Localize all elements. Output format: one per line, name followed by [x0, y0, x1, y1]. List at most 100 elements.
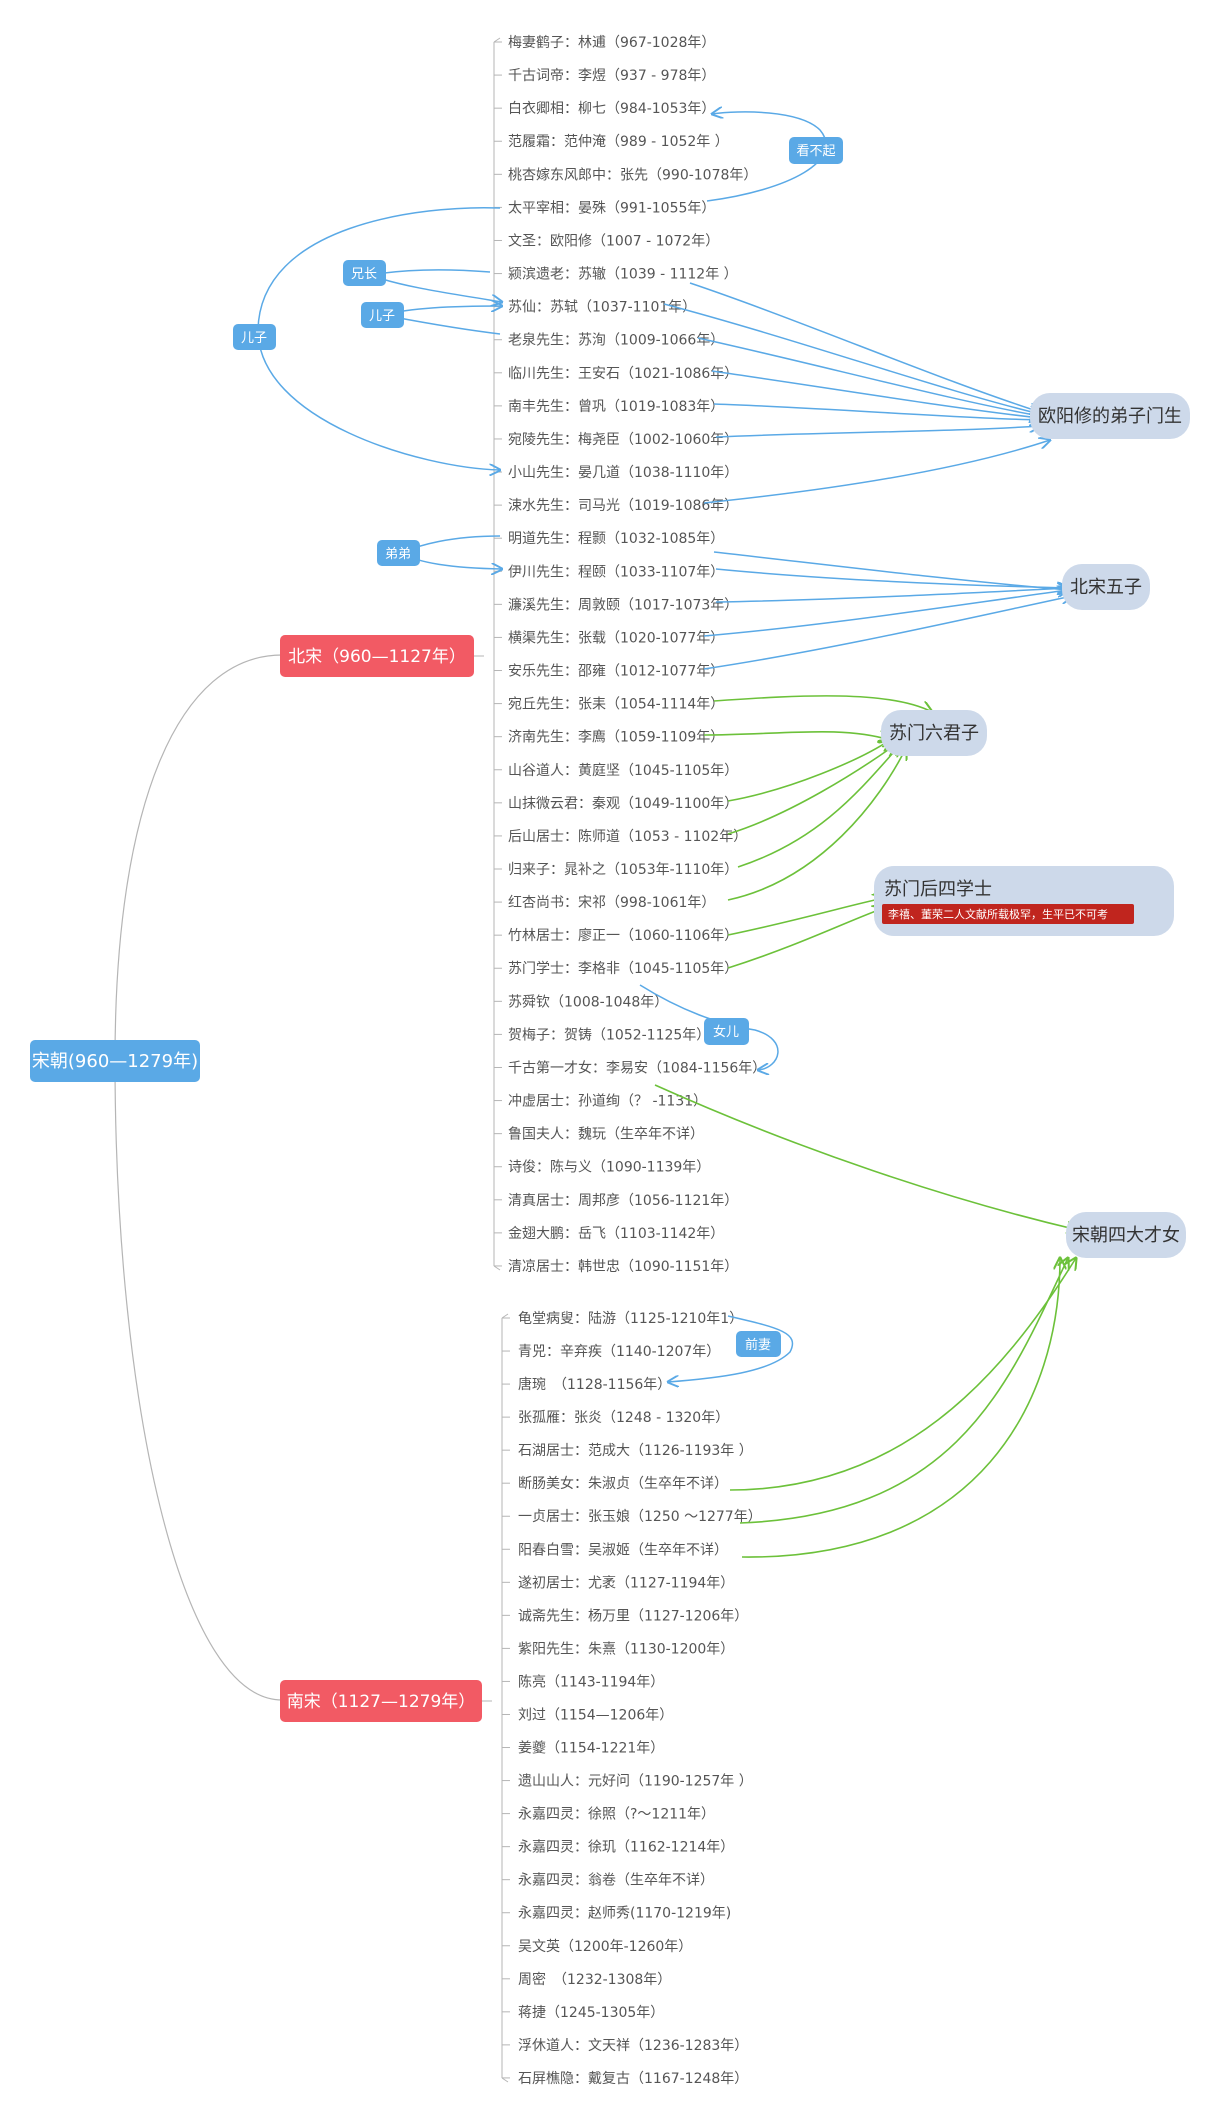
list-item[interactable]: 石屏樵隐：戴复古（1167-1248年）: [518, 2070, 748, 2087]
link-six-qinguan: [727, 745, 895, 835]
relation-tag-former-wife[interactable]: 前妻: [736, 1331, 781, 1357]
list-item[interactable]: 刘过（1154—1206年）: [518, 1707, 673, 1723]
list-item[interactable]: 石湖居士：范成大（1126-1193年 ）: [518, 1442, 753, 1459]
north-item-list: 梅妻鹤子：林逋（967-1028年） 千古词帝：李煜（937 - 978年） 白衣卿…: [494, 35, 766, 1275]
list-item[interactable]: 伊川先生：程颐（1033-1107年）: [508, 564, 724, 580]
relation-tag-daughter[interactable]: 女儿: [704, 1018, 749, 1045]
list-item[interactable]: 清凉居士：韩世忠（1090-1151年）: [508, 1259, 738, 1275]
relation-tag-elder-brother[interactable]: 兄长: [343, 260, 386, 286]
list-item[interactable]: 永嘉四灵：徐照（?～1211年）: [518, 1807, 715, 1823]
list-item[interactable]: 冲虚居士：孙道绚（？ -1131）: [508, 1094, 707, 1110]
list-item[interactable]: 宛丘先生：张耒（1054-1114年）: [508, 697, 724, 713]
relation-tag-daughter-label: 女儿: [713, 1024, 739, 1040]
list-item[interactable]: 梅妻鹤子：林逋（967-1028年）: [508, 35, 715, 51]
list-item[interactable]: 永嘉四灵：赵师秀(1170-1219年): [518, 1906, 731, 1922]
list-item[interactable]: 诗俊：陈与义（1090-1139年）: [508, 1159, 710, 1176]
relation-tag-kanbuqi-label: 看不起: [796, 143, 835, 159]
list-item[interactable]: 归来子：晁补之（1053年-1110年）: [508, 861, 738, 878]
list-item[interactable]: 后山居士：陈师道（1053 - 1102年）: [508, 828, 747, 845]
group-four-talented-women[interactable]: 宋朝四大才女: [1066, 1212, 1186, 1258]
list-item[interactable]: 涑水先生：司马光（1019-1086年）: [508, 498, 738, 514]
group-sumen-six-label: 苏门六君子: [889, 723, 979, 744]
list-item[interactable]: 鲁国夫人：魏玩（生卒年不详）: [508, 1127, 704, 1143]
list-item[interactable]: 遗山山人：元好问（1190-1257年 ）: [518, 1774, 753, 1790]
era-node-south[interactable]: 南宋（1127—1279年）: [280, 1680, 482, 1722]
list-item[interactable]: 太平宰相：晏殊（991-1055年）: [508, 200, 715, 216]
list-item[interactable]: 张孤雁：张炎（1248 - 1320年）: [518, 1410, 729, 1426]
list-item[interactable]: 遂初居士：尤袤（1127-1194年）: [518, 1574, 734, 1591]
list-item[interactable]: 濂溪先生：周敦颐（1017-1073年）: [508, 596, 738, 613]
list-item[interactable]: 金翅大鹏：岳飞（1103-1142年）: [508, 1226, 724, 1242]
link-elder-brother: [367, 269, 502, 302]
list-item[interactable]: 竹林居士：廖正一（1060-1106年）: [508, 927, 738, 944]
list-item[interactable]: 苏舜钦（1008-1048年）: [508, 994, 668, 1010]
list-item[interactable]: 一贞居士：张玉娘（1250 ～1277年）: [518, 1508, 762, 1525]
relation-tag-younger-brother[interactable]: 弟弟: [377, 540, 420, 566]
list-item[interactable]: 老泉先生：苏洵（1009-1066年）: [508, 332, 724, 349]
list-item[interactable]: 周密 （1232-1308年）: [518, 1971, 671, 1988]
list-item[interactable]: 小山先生：晏几道（1038-1110年）: [508, 465, 738, 481]
connector-south: [114, 1059, 283, 1701]
root-node-label: 宋朝(960—1279年): [32, 1051, 198, 1072]
link-son-yan: [257, 206, 500, 470]
list-item[interactable]: 蒋捷（1245-1305年）: [518, 2005, 664, 2021]
list-item[interactable]: 浮休道人：文天祥（1236-1283年）: [518, 2038, 748, 2054]
list-item[interactable]: 断肠美女：朱淑贞（生卒年不详）: [518, 1475, 728, 1492]
era-node-south-label: 南宋（1127—1279年）: [287, 1692, 476, 1712]
list-item[interactable]: 永嘉四灵：翁卷（生卒年不详）: [518, 1873, 714, 1889]
group-sumen-four-scholars-label: 苏门后四学士: [884, 879, 992, 900]
list-item[interactable]: 宛陵先生：梅尧臣（1002-1060年）: [508, 432, 738, 448]
list-item[interactable]: 范履霜：范仲淹（989 - 1052年 ）: [508, 133, 729, 150]
list-item[interactable]: 白衣卿相：柳七（984-1053年）: [508, 100, 715, 117]
era-node-north[interactable]: 北宋（960—1127年）: [280, 635, 474, 677]
list-item[interactable]: 贺梅子：贺铸（1052-1125年）: [508, 1027, 710, 1043]
relation-tag-younger-brother-label: 弟弟: [385, 547, 411, 562]
group-north-song-five-label: 北宋五子: [1070, 577, 1142, 598]
list-item[interactable]: 陈亮（1143-1194年）: [518, 1673, 664, 1690]
list-item[interactable]: 千古词帝：李煜（937 - 978年）: [508, 68, 715, 84]
list-item[interactable]: 颍滨遗老：苏辙（1039 - 1112年 ）: [508, 267, 738, 283]
relation-tag-son-su-label: 儿子: [369, 309, 395, 324]
south-bracket: [482, 1313, 509, 2083]
link-six-huangtingjian: [727, 740, 890, 802]
list-item[interactable]: 苏门学士：李格非（1045-1105年）: [508, 961, 738, 977]
relation-tag-kanbuqi[interactable]: 看不起: [789, 137, 843, 164]
link-ouyang-meiyaochen: [715, 426, 1040, 438]
link-talents-zhushuzhen: [729, 1258, 1076, 1491]
root-node[interactable]: 宋朝(960—1279年): [30, 1040, 200, 1082]
connector-north: [114, 654, 283, 1061]
list-item[interactable]: 山抹微云君：秦观（1049-1100年）: [508, 796, 738, 812]
list-item[interactable]: 文圣：欧阳修（1007 - 1072年）: [508, 233, 719, 249]
list-item[interactable]: 阳春白雪：吴淑姬（生卒年不详）: [518, 1542, 728, 1558]
list-item[interactable]: 龟堂病叟：陆游（1125-1210年1）: [518, 1311, 743, 1327]
group-sumen-four-scholars[interactable]: 苏门后四学士 李禧、董荣二人文献所载极罕，生平已不可考: [874, 866, 1174, 936]
list-item[interactable]: 姜夔（1154-1221年）: [518, 1740, 664, 1757]
list-item[interactable]: 桃杏嫁东风郎中：张先（990-1078年）: [508, 167, 757, 183]
group-sumen-six[interactable]: 苏门六君子: [881, 710, 987, 756]
link-four-liaozhengyi: [727, 898, 884, 936]
list-item[interactable]: 红杏尚书：宋祁（998-1061年）: [508, 895, 715, 911]
list-item[interactable]: 济南先生：李廌（1059-1109年）: [508, 729, 724, 746]
list-item[interactable]: 临川先生：王安石（1021-1086年）: [508, 366, 738, 382]
list-item[interactable]: 紫阳先生：朱熹（1130-1200年）: [518, 1641, 734, 1657]
list-item[interactable]: 明道先生：程颢（1032-1085年）: [508, 531, 724, 547]
list-item[interactable]: 南丰先生：曾巩（1019-1083年）: [508, 399, 724, 415]
list-item[interactable]: 千古第一才女：李易安（1084-1156年）: [508, 1059, 766, 1076]
list-item[interactable]: 永嘉四灵：徐玑（1162-1214年）: [518, 1840, 734, 1856]
relation-tag-son-yan[interactable]: 儿子: [233, 324, 276, 350]
relation-tag-son-su[interactable]: 儿子: [361, 302, 404, 328]
list-item[interactable]: 横渠先生：张载（1020-1077年）: [508, 630, 724, 646]
link-five-shaoyong: [703, 596, 1072, 670]
list-item[interactable]: 唐琬 （1128-1156年）: [518, 1376, 671, 1393]
list-item[interactable]: 青兕：辛弃疾（1140-1207年）: [518, 1344, 720, 1360]
list-item[interactable]: 山谷道人：黄庭坚（1045-1105年）: [508, 762, 738, 779]
link-talents-zhangyuniang: [739, 1258, 1068, 1524]
group-north-song-five[interactable]: 北宋五子: [1062, 564, 1150, 610]
link-five-chengyi: [715, 568, 1068, 588]
list-item[interactable]: 诚斋先生：杨万里（1127-1206年）: [518, 1607, 748, 1624]
list-item[interactable]: 清真居士：周邦彦（1056-1121年）: [508, 1193, 738, 1209]
list-item[interactable]: 吴文英（1200年-1260年）: [518, 1938, 692, 1955]
list-item[interactable]: 安乐先生：邵雍（1012-1077年）: [508, 664, 724, 680]
group-ouyang-disciples[interactable]: 欧阳修的弟子门生: [1030, 393, 1190, 439]
list-item[interactable]: 苏仙：苏轼（1037-1101年）: [508, 299, 696, 316]
